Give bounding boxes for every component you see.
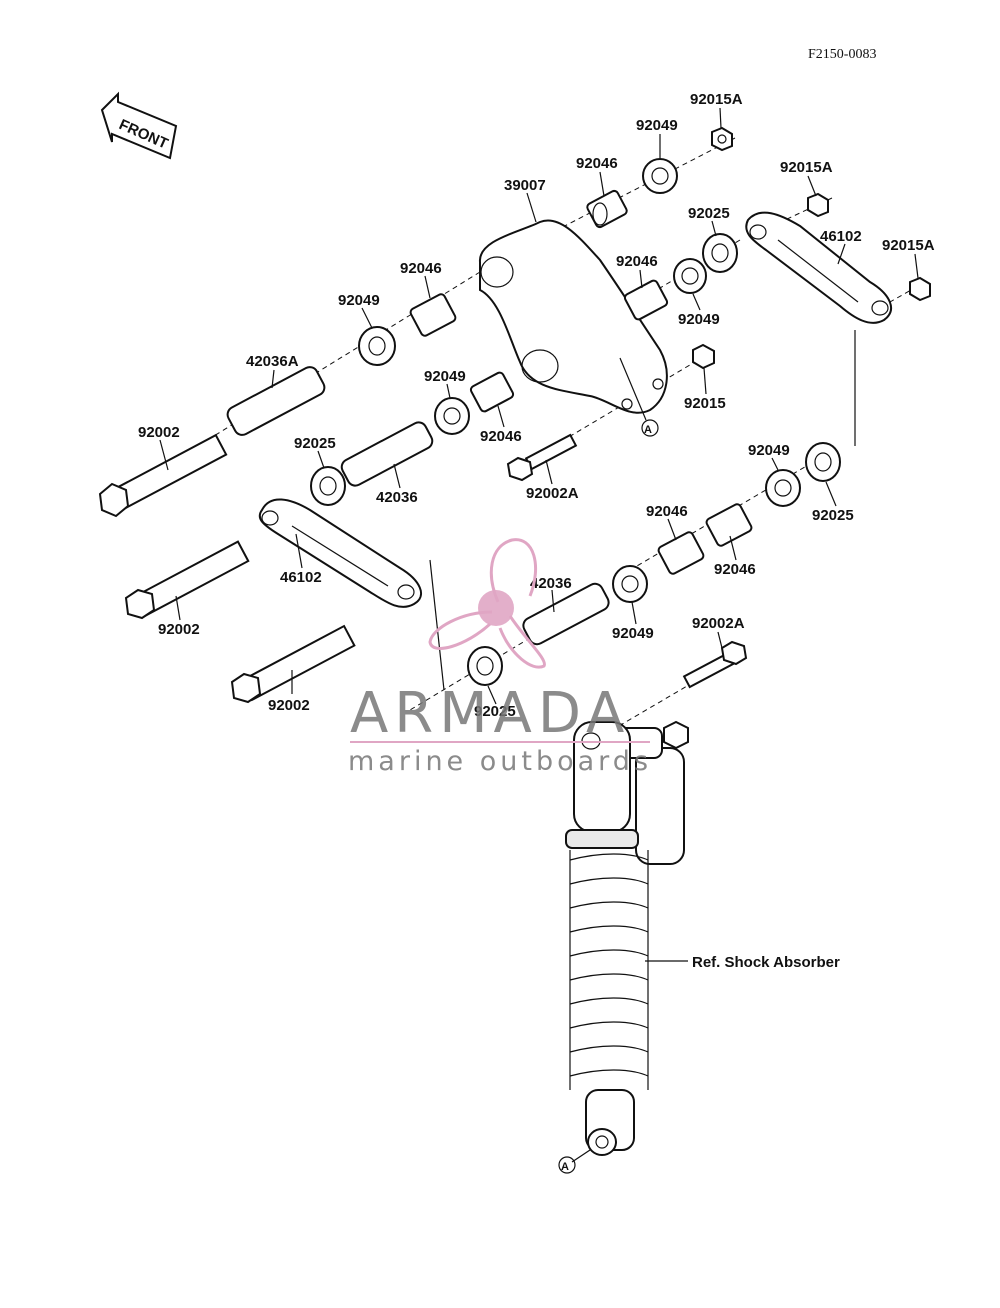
part-label: 92002A — [526, 485, 579, 502]
leader-lines — [159, 107, 919, 1163]
part-label: 92046 — [714, 561, 756, 578]
part-label: 92002 — [138, 424, 180, 441]
part-labels: 92015A 92049 92046 39007 92015A 92025 46… — [138, 91, 935, 971]
svg-text:A: A — [561, 1161, 569, 1173]
part-label: 92002 — [268, 697, 310, 714]
part-label: 42036A — [246, 353, 299, 370]
part-label: 92049 — [636, 117, 678, 134]
part-label: 92002 — [158, 621, 200, 638]
part-label: 92025 — [812, 507, 854, 524]
part-label: 92046 — [646, 503, 688, 520]
shock-ref-label: Ref. Shock Absorber — [692, 954, 840, 971]
part-label: 42036 — [530, 575, 572, 592]
part-label: 92049 — [424, 368, 466, 385]
diagram-code: F2150-0083 — [808, 47, 876, 62]
ref-marker-top: A — [641, 419, 659, 437]
part-label: 42036 — [376, 489, 418, 506]
armada-watermark: ARMADA marine outboards — [348, 538, 652, 777]
svg-text:A: A — [644, 424, 652, 436]
part-label: 92015A — [882, 237, 935, 254]
part-label: 92002A — [692, 615, 745, 632]
part-label: 92015 — [684, 395, 726, 412]
part-label: 39007 — [504, 177, 546, 194]
part-label: 46102 — [280, 569, 322, 586]
part-label: 92049 — [748, 442, 790, 459]
part-label: 92049 — [612, 625, 654, 642]
part-shapes — [98, 126, 931, 1156]
propeller-logo-icon — [428, 538, 546, 669]
part-label: 92025 — [688, 205, 730, 222]
part-label: 92049 — [678, 311, 720, 328]
front-arrow-icon: FRONT — [100, 91, 178, 160]
part-label: 92025 — [294, 435, 336, 452]
watermark-brand: ARMADA — [350, 681, 630, 746]
part-label: 46102 — [820, 228, 862, 245]
part-label: 92046 — [480, 428, 522, 445]
ref-marker-bottom: A — [558, 1156, 576, 1174]
part-label: 92015A — [690, 91, 743, 108]
shock-absorber — [565, 720, 689, 1156]
part-label: 92025 — [474, 703, 516, 720]
part-label: 92049 — [338, 292, 380, 309]
part-label: 92046 — [400, 260, 442, 277]
part-label: 92015A — [780, 159, 833, 176]
part-label: 92046 — [616, 253, 658, 270]
part-label: 92046 — [576, 155, 618, 172]
watermark-tagline: marine outboards — [348, 746, 652, 777]
